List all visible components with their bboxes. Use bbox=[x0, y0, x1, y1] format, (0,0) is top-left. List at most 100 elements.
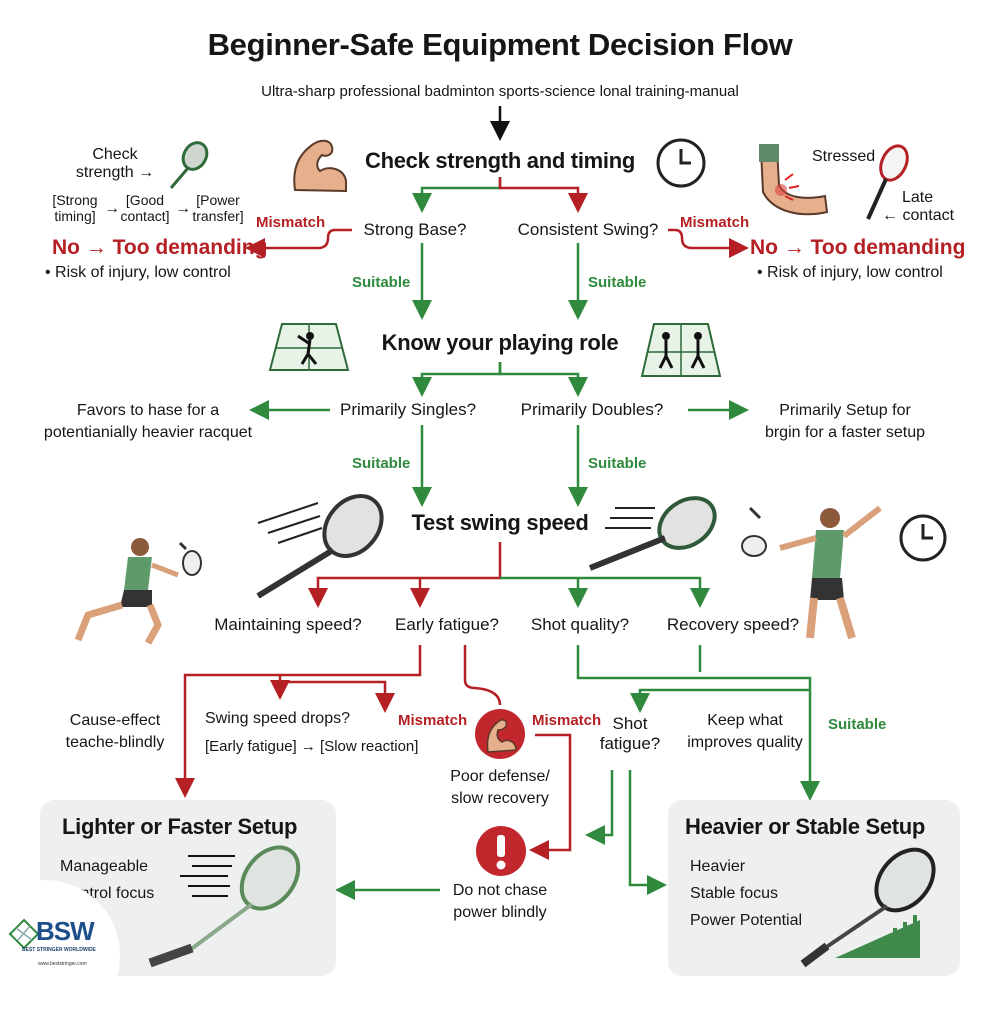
fast-racket-icon bbox=[148, 845, 301, 968]
clock-icon bbox=[899, 514, 947, 562]
racket-icon bbox=[169, 141, 209, 189]
swinging-racket-icon bbox=[588, 496, 717, 571]
mismatch-label: Mismatch bbox=[532, 712, 602, 729]
setup-line: Manageable bbox=[60, 858, 149, 875]
singles-result: Favors to hase for a potentianially heavi… bbox=[44, 400, 252, 445]
heavier-setup-title: Heavier or Stable Setup bbox=[685, 814, 926, 839]
arrow-glyph: ← bbox=[882, 207, 903, 225]
note-line: teache-blindly bbox=[65, 733, 165, 751]
question-line: fatigue? bbox=[599, 733, 661, 753]
warning-icon bbox=[476, 826, 526, 876]
question-line: Shot bbox=[612, 714, 648, 733]
clock-icon bbox=[656, 138, 706, 188]
arrow-mismatch-right bbox=[668, 228, 749, 258]
stressed-label: Stressed bbox=[812, 148, 876, 165]
question-singles: Primarily Singles? bbox=[339, 400, 477, 419]
fail-right: No → Too demanding bbox=[750, 236, 966, 259]
logo-mark bbox=[8, 918, 40, 950]
note-line: strength bbox=[75, 164, 134, 182]
question-doubles: Primarily Doubles? bbox=[520, 400, 664, 419]
keep-quality-note: Keep what improves quality bbox=[687, 710, 803, 753]
page-title: Beginner-Safe Equipment Decision Flow bbox=[207, 27, 793, 62]
fail-right-note: • Risk of injury, low control bbox=[757, 264, 943, 281]
note-line: Do not chase bbox=[452, 882, 548, 899]
chain-arrow: → bbox=[175, 200, 191, 217]
chain-text: transfer] bbox=[192, 208, 244, 225]
result-line: Favors to hase for a bbox=[76, 402, 220, 419]
logo-text: BSW bbox=[36, 916, 95, 946]
note-line: Cause-effect bbox=[69, 712, 161, 729]
suitable-label: Suitable bbox=[588, 274, 647, 291]
page-subtitle: Ultra-sharp professional badminton sport… bbox=[261, 83, 739, 100]
note-line: Check bbox=[92, 146, 138, 163]
suitable-label: Suitable bbox=[828, 716, 887, 733]
setup-line: Power Potential bbox=[690, 912, 803, 930]
note-line: slow recovery bbox=[451, 790, 549, 808]
chain-text: [Strong bbox=[52, 192, 98, 208]
player-smash-icon bbox=[741, 505, 882, 640]
note-line: Late bbox=[902, 189, 934, 206]
suitable-label: Suitable bbox=[352, 274, 411, 291]
chain-text: [Good bbox=[125, 192, 165, 208]
warning-note: Do not chase power blindly bbox=[453, 880, 547, 925]
node-playing-role: Know your playing role bbox=[381, 330, 619, 355]
strained-bicep-icon bbox=[475, 709, 525, 759]
fatigue-chain: [Early fatigue] → [Slow reaction] bbox=[205, 738, 419, 755]
doubles-result: Primarily Setup for brgin for a faster se… bbox=[765, 400, 925, 445]
lighter-setup-title: Lighter or Faster Setup bbox=[62, 814, 298, 839]
chain-text: timing] bbox=[54, 208, 96, 225]
question-early-fatigue: Early fatigue? bbox=[395, 615, 499, 634]
player-lunge-icon bbox=[74, 538, 202, 645]
singles-court-icon bbox=[268, 323, 350, 371]
note-line: improves quality bbox=[687, 733, 803, 751]
strained-arm-icon bbox=[759, 144, 829, 216]
flexed-bicep-icon bbox=[293, 139, 347, 193]
note-line: Keep what bbox=[707, 712, 783, 729]
doubles-court-icon bbox=[640, 323, 722, 377]
question-recovery-speed: Recovery speed? bbox=[666, 615, 800, 634]
chain-arrow: → bbox=[104, 200, 120, 217]
suitable-label: Suitable bbox=[588, 455, 647, 472]
note-line: contact bbox=[902, 207, 955, 225]
poor-defense-note: Poor defense/slow recovery bbox=[450, 766, 550, 811]
question-shot-quality: Shot quality? bbox=[530, 615, 630, 634]
question-strong-base: Strong Base? bbox=[363, 220, 467, 239]
result-line: potentianially heavier racquet bbox=[43, 424, 253, 442]
node-check-strength: Check strength and timing bbox=[365, 148, 635, 173]
arrow-consistent bbox=[498, 177, 588, 213]
mismatch-label-right: Mismatch bbox=[680, 214, 750, 231]
node-swing-speed: Test swing speed bbox=[411, 510, 589, 535]
flow-connectors bbox=[175, 106, 820, 900]
chain-text: contact] bbox=[120, 208, 170, 225]
swinging-racket-icon bbox=[256, 494, 384, 599]
mismatch-label-left: Mismatch bbox=[256, 214, 326, 231]
fail-left-note: • Risk of injury, low control bbox=[45, 264, 231, 281]
power-racket-icon bbox=[800, 847, 936, 968]
suitable-label: Suitable bbox=[352, 455, 411, 472]
result-line: Primarily Setup for bbox=[779, 402, 911, 419]
cause-effect-note: Cause-effect teache-blindly bbox=[66, 710, 165, 753]
setup-line: Heavier bbox=[690, 858, 746, 875]
arrow-strong-base bbox=[412, 177, 502, 213]
setup-line: Stable focus bbox=[690, 885, 779, 903]
logo-tagline: BEST STRINGER WORLDWIDE bbox=[22, 947, 96, 953]
arrow-mismatch-left bbox=[245, 228, 352, 258]
late-contact-label: Late← contact bbox=[882, 189, 954, 226]
logo-url: www.beststringer.com bbox=[38, 961, 87, 967]
fail-left: No → Too demanding bbox=[52, 236, 268, 259]
note-line: power blindly bbox=[453, 904, 547, 922]
result-line: brgin for a faster setup bbox=[764, 424, 926, 442]
question-consistent-swing: Consistent Swing? bbox=[517, 220, 659, 239]
racket-icon bbox=[866, 144, 909, 220]
mismatch-label: Mismatch bbox=[398, 712, 468, 729]
chain-text: [Power bbox=[196, 192, 240, 208]
note-line: Poor defense/ bbox=[450, 768, 550, 785]
question-maintaining-speed: Maintaining speed? bbox=[214, 615, 362, 634]
